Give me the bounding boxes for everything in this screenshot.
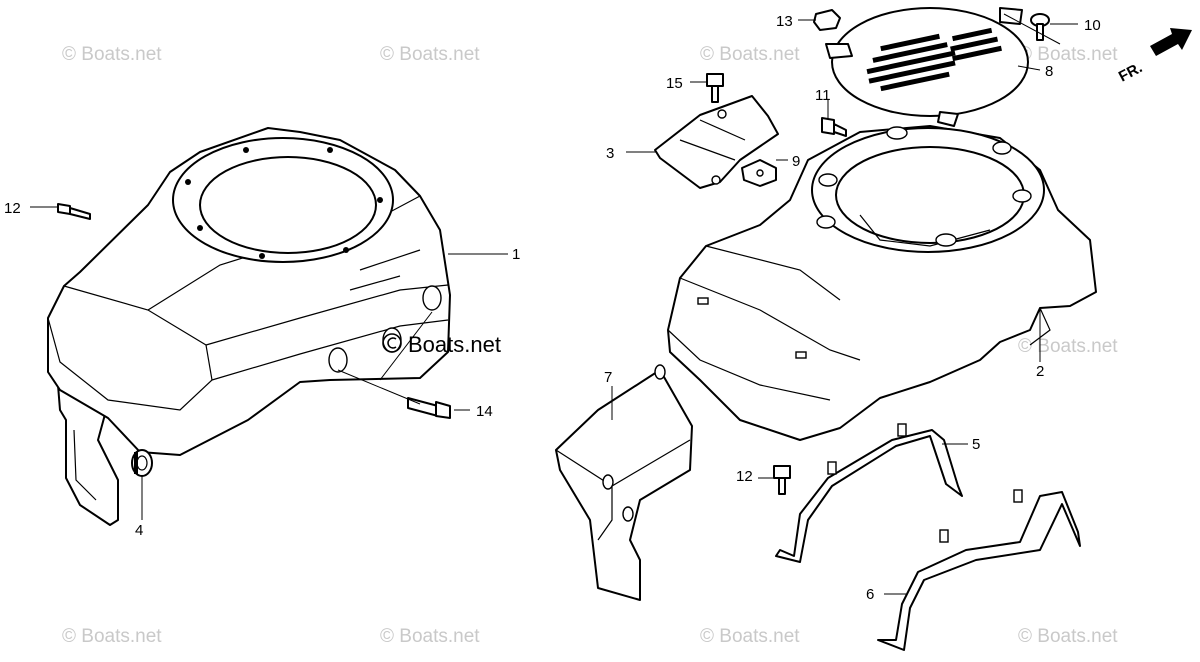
callout-10: 10 — [1084, 17, 1101, 34]
part-12-bolt-left — [57, 203, 91, 220]
part-14-bolt — [407, 397, 451, 419]
watermark: © Boats.net — [700, 44, 800, 65]
callout-4: 4 — [135, 522, 143, 539]
leader-lines — [30, 13, 1078, 595]
part-13-nut — [813, 9, 841, 31]
callout-11: 11 — [815, 87, 831, 104]
watermark: © Boats.net — [1018, 44, 1118, 65]
watermark: © Boats.net — [380, 44, 480, 65]
part-6-strap — [877, 489, 1081, 651]
part-3-bracket — [654, 95, 779, 189]
callout-13: 13 — [776, 13, 793, 30]
callout-14: 14 — [476, 403, 493, 420]
watermark-layer: © Boats.net © Boats.net © Boats.net © Bo… — [62, 44, 1118, 647]
callout-12: 12 — [736, 468, 753, 485]
callout-15: 15 — [666, 75, 683, 92]
watermark: © Boats.net — [62, 44, 162, 65]
callout-6: 6 — [866, 586, 874, 603]
copyright-icon — [382, 333, 402, 353]
front-label: FR. — [1116, 59, 1145, 85]
part-7-shroud — [555, 364, 693, 601]
part-9-clip — [741, 159, 777, 187]
part-4-grommet — [131, 449, 153, 477]
part-8-fan-screen — [825, 7, 1029, 127]
watermark-main-text: Boats.net — [408, 332, 501, 357]
callout-2: 2 — [1036, 363, 1044, 380]
watermark: © Boats.net — [700, 626, 800, 647]
watermark: © Boats.net — [1018, 626, 1118, 647]
callout-5: 5 — [972, 436, 980, 453]
part-15-bolt — [706, 73, 724, 103]
callout-12: 12 — [4, 200, 21, 217]
watermark: © Boats.net — [1018, 336, 1118, 357]
part-1-fan-cover — [47, 127, 451, 526]
callout-9: 9 — [792, 153, 800, 170]
part-12-bolt-right — [773, 465, 791, 495]
callout-1: 1 — [512, 246, 520, 263]
front-direction-arrow: FR. — [1116, 28, 1192, 86]
arrow-icon — [1150, 28, 1192, 56]
callout-labels: 1 2 3 4 5 6 7 8 9 10 11 12 12 13 14 15 — [4, 13, 1101, 603]
part-11-bolt — [821, 117, 847, 137]
callout-7: 7 — [604, 369, 612, 386]
callout-8: 8 — [1045, 63, 1053, 80]
watermark: © Boats.net — [62, 626, 162, 647]
watermark: © Boats.net — [380, 626, 480, 647]
copyright-icon-c — [387, 337, 397, 349]
part-5-strap — [775, 423, 963, 563]
main-watermark: Boats.net — [382, 332, 501, 357]
callout-3: 3 — [606, 145, 614, 162]
part-2-fan-cover — [667, 125, 1097, 441]
part-10-screw — [1030, 13, 1050, 41]
